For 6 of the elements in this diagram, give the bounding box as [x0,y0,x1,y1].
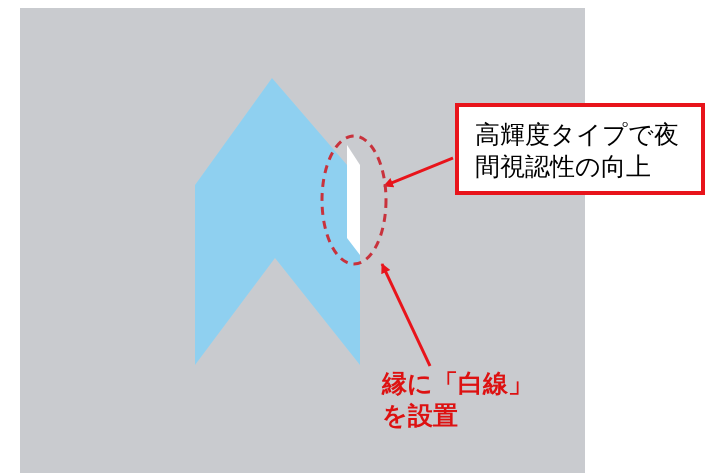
arrow [380,263,432,367]
callout-box [455,103,705,195]
callout-text: 高輝度タイプで夜間視認性の向上 [475,119,680,183]
dashed-ellipse [320,134,388,266]
callout-text: 縁に「白線」を設置 [382,368,542,438]
arrow [383,156,454,188]
